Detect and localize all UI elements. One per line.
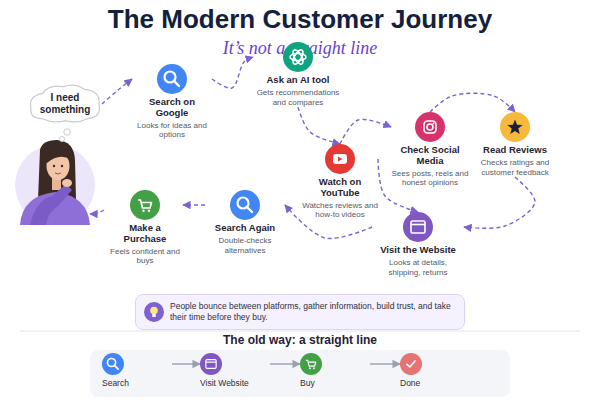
journey-step: Search AgainDouble-checks alternatives <box>205 190 285 255</box>
old-way-band <box>90 350 510 397</box>
connector-group <box>298 107 340 144</box>
node-title: Check Social Media <box>391 145 469 167</box>
connector-group <box>183 205 205 206</box>
journey-step: Make a PurchaseFeels confident and buys <box>107 190 183 266</box>
node-title: Visit Website <box>200 379 270 389</box>
journey-step: Search on GoogleLooks for ideas and opti… <box>132 64 212 140</box>
journey-path <box>285 205 372 239</box>
journey-path <box>102 79 132 104</box>
connector-group <box>340 119 391 144</box>
person-backdrop <box>15 145 95 225</box>
web-icon <box>200 353 222 375</box>
connector-group <box>464 177 535 228</box>
node-title: Buy <box>300 379 370 389</box>
cart-icon <box>130 190 160 220</box>
journey-path <box>430 93 515 112</box>
journey-path <box>298 107 340 144</box>
note-box: People bounce between platforms, gather … <box>135 294 465 330</box>
node-description: Checks ratings and customer feedback <box>476 158 554 177</box>
connector-group <box>172 364 200 365</box>
connector-group <box>102 79 132 104</box>
node-description: Gets recommendations and compares <box>253 88 343 107</box>
journey-step: Ask an AI toolGets recommendations and c… <box>253 42 343 107</box>
section-heading: The old way: a straight line <box>0 333 600 347</box>
thought-bubble: I need something <box>28 84 102 124</box>
web-icon <box>403 212 433 242</box>
node-title: Search on Google <box>132 97 212 119</box>
node-title: Search <box>102 379 172 389</box>
node-description: Watches reviews and how-to videos <box>302 201 378 220</box>
insta-icon <box>415 112 445 142</box>
node-description: Sees posts, reels and honest opinions <box>391 169 469 188</box>
connector-group <box>430 93 515 112</box>
cart-icon <box>300 353 322 375</box>
node-title: I need something <box>36 92 94 116</box>
journey-path <box>212 57 253 88</box>
ai-icon <box>283 42 313 72</box>
node-title: Done <box>400 379 470 389</box>
old-step: Done <box>400 353 470 389</box>
old-step: Search <box>102 353 172 389</box>
search-icon <box>157 64 187 94</box>
connector-group <box>270 364 300 365</box>
node-title: Read Reviews <box>476 145 554 156</box>
return-arrow <box>90 210 104 214</box>
connector-group <box>212 57 253 88</box>
node-title: Visit the Website <box>372 245 464 256</box>
node-description: Double-checks alternatives <box>205 236 285 255</box>
journey-path <box>340 119 391 144</box>
divider <box>20 331 580 332</box>
title: The Modern Customer Journey <box>0 4 600 35</box>
check-icon <box>400 353 422 375</box>
journey-step: Visit the WebsiteLooks at details, shipp… <box>372 212 464 277</box>
connector-group <box>285 205 372 239</box>
person-figure <box>20 140 90 225</box>
old-step: Visit Website <box>200 353 270 389</box>
node-title: Make a Purchase <box>107 223 183 245</box>
node-description: Feels confident and buys <box>107 247 183 266</box>
node-description: Looks for ideas and options <box>132 121 212 140</box>
journey-step: Watch on YouTubeWatches reviews and how-… <box>302 144 378 220</box>
flow-arrow <box>172 363 200 364</box>
search-icon <box>230 190 260 220</box>
node-description: Looks at details, shipping, returns <box>372 258 464 277</box>
node-title: Watch on YouTube <box>302 177 378 199</box>
journey-path <box>183 204 205 205</box>
flow-arrow <box>370 363 400 364</box>
node-title: People bounce between platforms, gather … <box>170 301 454 323</box>
connector-group <box>370 364 400 365</box>
bulb-icon <box>144 302 164 322</box>
star-icon <box>500 112 530 142</box>
journey-step: Read ReviewsChecks ratings and customer … <box>476 112 554 177</box>
play-icon <box>325 144 355 174</box>
journey-path <box>464 177 535 228</box>
node-title: Ask an AI tool <box>253 75 343 86</box>
thought-dot <box>64 129 70 135</box>
old-step: Buy <box>300 353 370 389</box>
thought-dot <box>60 137 65 142</box>
node-title: Search Again <box>205 223 285 234</box>
flow-arrow <box>270 363 300 364</box>
journey-step: Check Social MediaSees posts, reels and … <box>391 112 469 188</box>
search-icon <box>102 353 124 375</box>
